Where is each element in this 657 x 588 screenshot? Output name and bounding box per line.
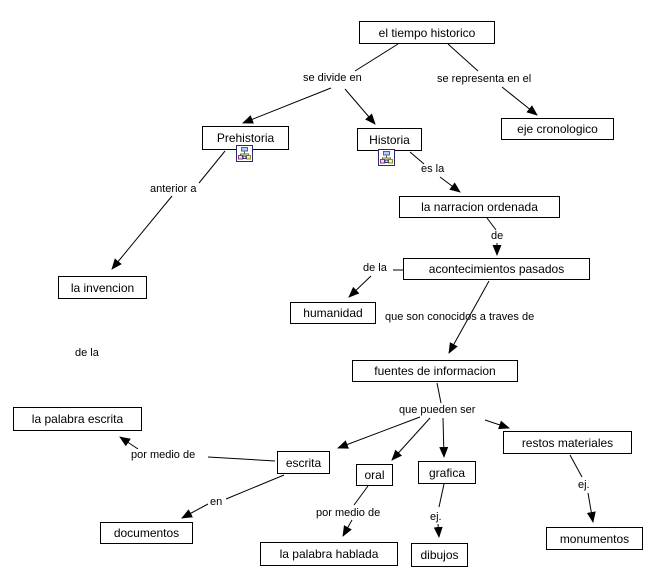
concept-monumentos[interactable]: monumentos (546, 527, 643, 550)
edge-que-pueden-ser-to-escrita (337, 416, 421, 449)
edge-que-pueden-ser-to-oral (391, 417, 431, 461)
concept-acontecimientos-pasados[interactable]: acontecimientos pasados (403, 258, 590, 280)
phrase-por-medio-de-oral[interactable]: por medio de (316, 507, 381, 519)
edge-se-divide-en-to-prehistoria (242, 87, 332, 124)
concept-la-narracion-ordenada[interactable]: la narracion ordenada (399, 196, 560, 218)
concept-oral[interactable]: oral (356, 464, 393, 486)
edge-que-pueden-ser-to-restos (484, 419, 510, 430)
edge-oral-to-por-medio-de (353, 485, 369, 506)
edge-prehistoria-to-anterior-a (198, 150, 226, 184)
edge-se-representa-to-eje-cronologico (501, 86, 538, 116)
edge-acontecimientos-to-fuentes (448, 280, 490, 354)
concept-documentos[interactable]: documentos (100, 522, 193, 544)
edge-en-to-documentos (181, 503, 209, 519)
edge-ej-to-monumentos (586, 492, 596, 523)
concept-grafica[interactable]: grafica (418, 461, 476, 484)
linked-cmap-icon-prehistoria[interactable] (236, 145, 253, 162)
edge-escrita-to-por-medio-de (207, 456, 276, 462)
phrase-que-son-conocidos[interactable]: que son conocidos a traves de (385, 311, 535, 323)
edge-de-la-to-humanidad (348, 275, 372, 298)
concept-dibujos[interactable]: dibujos (411, 543, 468, 567)
phrase-anterior-a[interactable]: anterior a (150, 183, 197, 195)
phrase-se-divide-en[interactable]: se divide en (303, 72, 362, 84)
edge-restos-to-ej (569, 454, 583, 478)
edge-tiempo-to-se-divide-en (354, 43, 399, 72)
phrase-de-la-invencion[interactable]: de la (75, 347, 99, 359)
concept-humanidad[interactable]: humanidad (290, 302, 376, 324)
edge-es-la-to-narracion (439, 176, 461, 193)
concept-fuentes-de-informacion[interactable]: fuentes de informacion (352, 360, 518, 382)
edge-fuentes-to-que-pueden-ser (436, 382, 442, 404)
concept-el-tiempo-historico[interactable]: el tiempo historico (359, 21, 495, 44)
phrase-es-la[interactable]: es la (421, 163, 445, 175)
concept-eje-cronologico[interactable]: eje cronologico (501, 118, 614, 140)
concept-la-palabra-escrita[interactable]: la palabra escrita (13, 407, 142, 431)
phrase-en[interactable]: en (210, 496, 223, 508)
edge-anterior-a-to-la-invencion (111, 195, 173, 270)
phrase-que-pueden-ser[interactable]: que pueden ser (399, 404, 476, 416)
edge-escrita-to-en (225, 474, 285, 500)
concept-escrita[interactable]: escrita (277, 451, 330, 474)
edge-por-medio-de-to-palabra-escrita (119, 436, 139, 450)
concept-la-palabra-hablada[interactable]: la palabra hablada (260, 542, 398, 566)
concept-la-invencion[interactable]: la invencion (58, 276, 147, 299)
edge-grafica-to-ej (438, 483, 445, 508)
phrase-por-medio-de-escrita[interactable]: por medio de (131, 449, 196, 461)
edge-tiempo-to-se-representa (447, 43, 479, 72)
phrase-se-representa-en-el[interactable]: se representa en el (437, 73, 532, 85)
edge-historia-to-es-la (409, 151, 425, 165)
edge-que-pueden-ser-to-grafica (439, 417, 449, 458)
edge-por-medio-de-to-palabra-hablada (342, 519, 353, 537)
phrase-de-la-humanidad[interactable]: de la (363, 262, 387, 274)
edge-se-divide-en-to-historia (344, 88, 376, 125)
phrase-ej-restos[interactable]: ej. (578, 479, 590, 491)
concept-historia[interactable]: Historia (357, 128, 422, 151)
phrase-de[interactable]: de (491, 230, 504, 242)
linked-cmap-icon-historia[interactable] (378, 149, 395, 166)
phrase-ej-grafica[interactable]: ej. (430, 511, 442, 523)
edge-narracion-to-de (486, 217, 497, 231)
edge-ej-to-dibujos (433, 523, 443, 538)
concept-restos-materiales[interactable]: restos materiales (503, 431, 632, 454)
